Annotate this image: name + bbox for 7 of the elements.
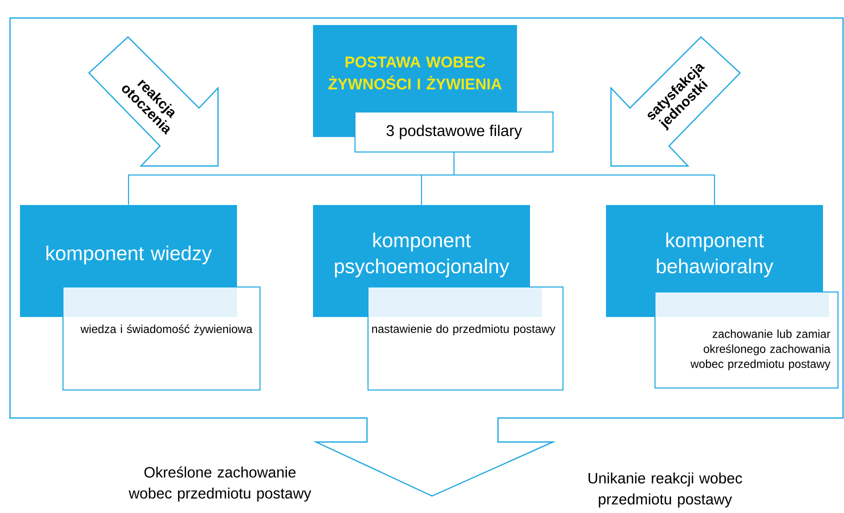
description-box: wiedza i świadomość żywieniowa [62, 286, 260, 390]
description-box: zachowanie lub zamiar określonego zachowania wobec przedmiotu postawy [654, 291, 838, 388]
outcome-text: Unikanie reakcji wobec przedmiotu postawy [588, 472, 742, 508]
description-box: nastawienie do przedmiotu postawy [368, 286, 564, 390]
connector-line [454, 152, 715, 206]
subtitle-box: 3 podstawowe filary [354, 112, 554, 152]
outcome-text: Określone zachowanie wobec przedmiotu postawy [128, 466, 312, 502]
